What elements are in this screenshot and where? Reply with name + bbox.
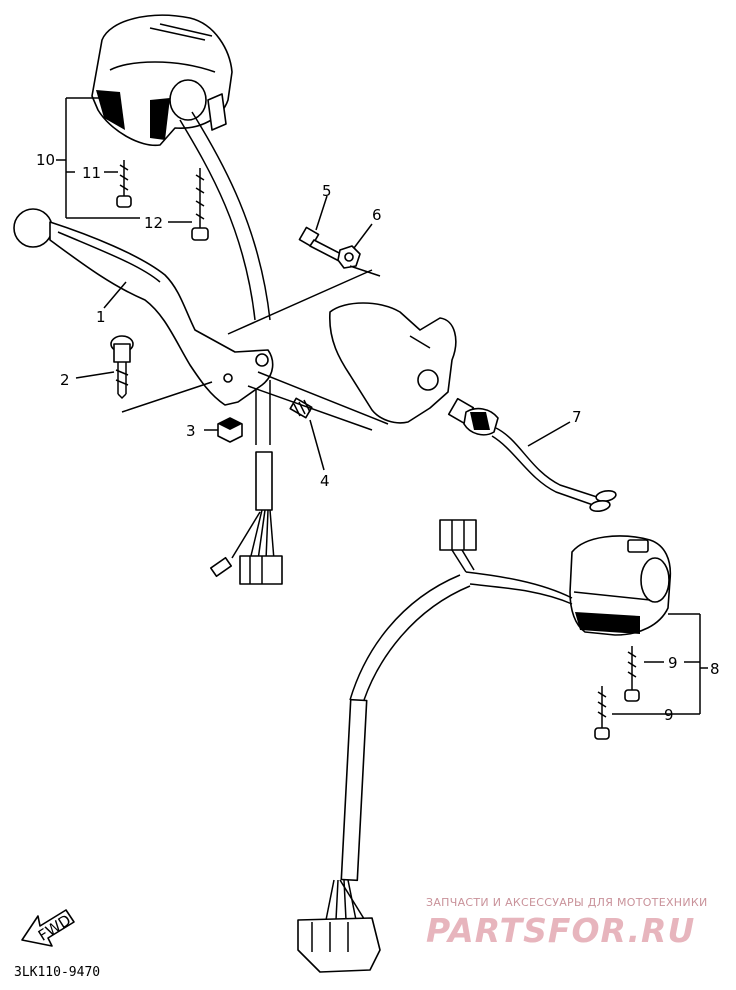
callout-10: 10	[36, 151, 55, 169]
callout-8: 8	[710, 660, 720, 678]
diagram-code: 3LK110-9470	[14, 965, 100, 980]
callout-11: 11	[82, 164, 101, 182]
callout-9-lower: 9	[664, 706, 674, 724]
callout-3: 3	[186, 422, 196, 440]
clutch-switch-7	[447, 397, 617, 513]
screw-12	[191, 168, 209, 241]
pivot-bolt-2	[110, 335, 134, 400]
callout-5: 5	[322, 182, 332, 200]
leader-lines-8	[612, 613, 708, 715]
right-switch-cable	[297, 519, 573, 973]
right-handlebar-switch	[569, 535, 672, 636]
screw-9-upper	[624, 646, 640, 702]
screw-9-lower	[594, 686, 610, 740]
nut-6	[337, 245, 361, 269]
nut-3	[217, 417, 243, 443]
lever-holder-outline	[121, 265, 389, 431]
callout-2: 2	[60, 371, 70, 389]
callout-1: 1	[96, 308, 106, 326]
clutch-lever	[13, 208, 274, 406]
watermark-tagline: ЗАПЧАСТИ И АКСЕССУАРЫ ДЛЯ МОТОТЕХНИКИ	[426, 896, 708, 909]
lever-holder	[329, 302, 457, 424]
callout-9-upper: 9	[668, 654, 678, 672]
callout-7: 7	[572, 408, 582, 426]
watermark: ЗАПЧАСТИ И АКСЕССУАРЫ ДЛЯ МОТОТЕХНИКИ PA…	[426, 896, 708, 950]
callout-6: 6	[372, 206, 382, 224]
left-switch-cable	[179, 111, 283, 585]
screw-11	[116, 160, 132, 208]
left-handlebar-switch	[91, 14, 233, 147]
callout-12: 12	[144, 214, 163, 232]
callouts: 1 2 3 4 5 6 7 8 9 9 10 11 12	[36, 151, 720, 724]
callout-4: 4	[320, 472, 330, 490]
forward-arrow-icon: FWD	[21, 909, 75, 947]
leader-lines-10	[56, 97, 192, 223]
watermark-logo: PARTSFOR.RU	[426, 911, 695, 950]
